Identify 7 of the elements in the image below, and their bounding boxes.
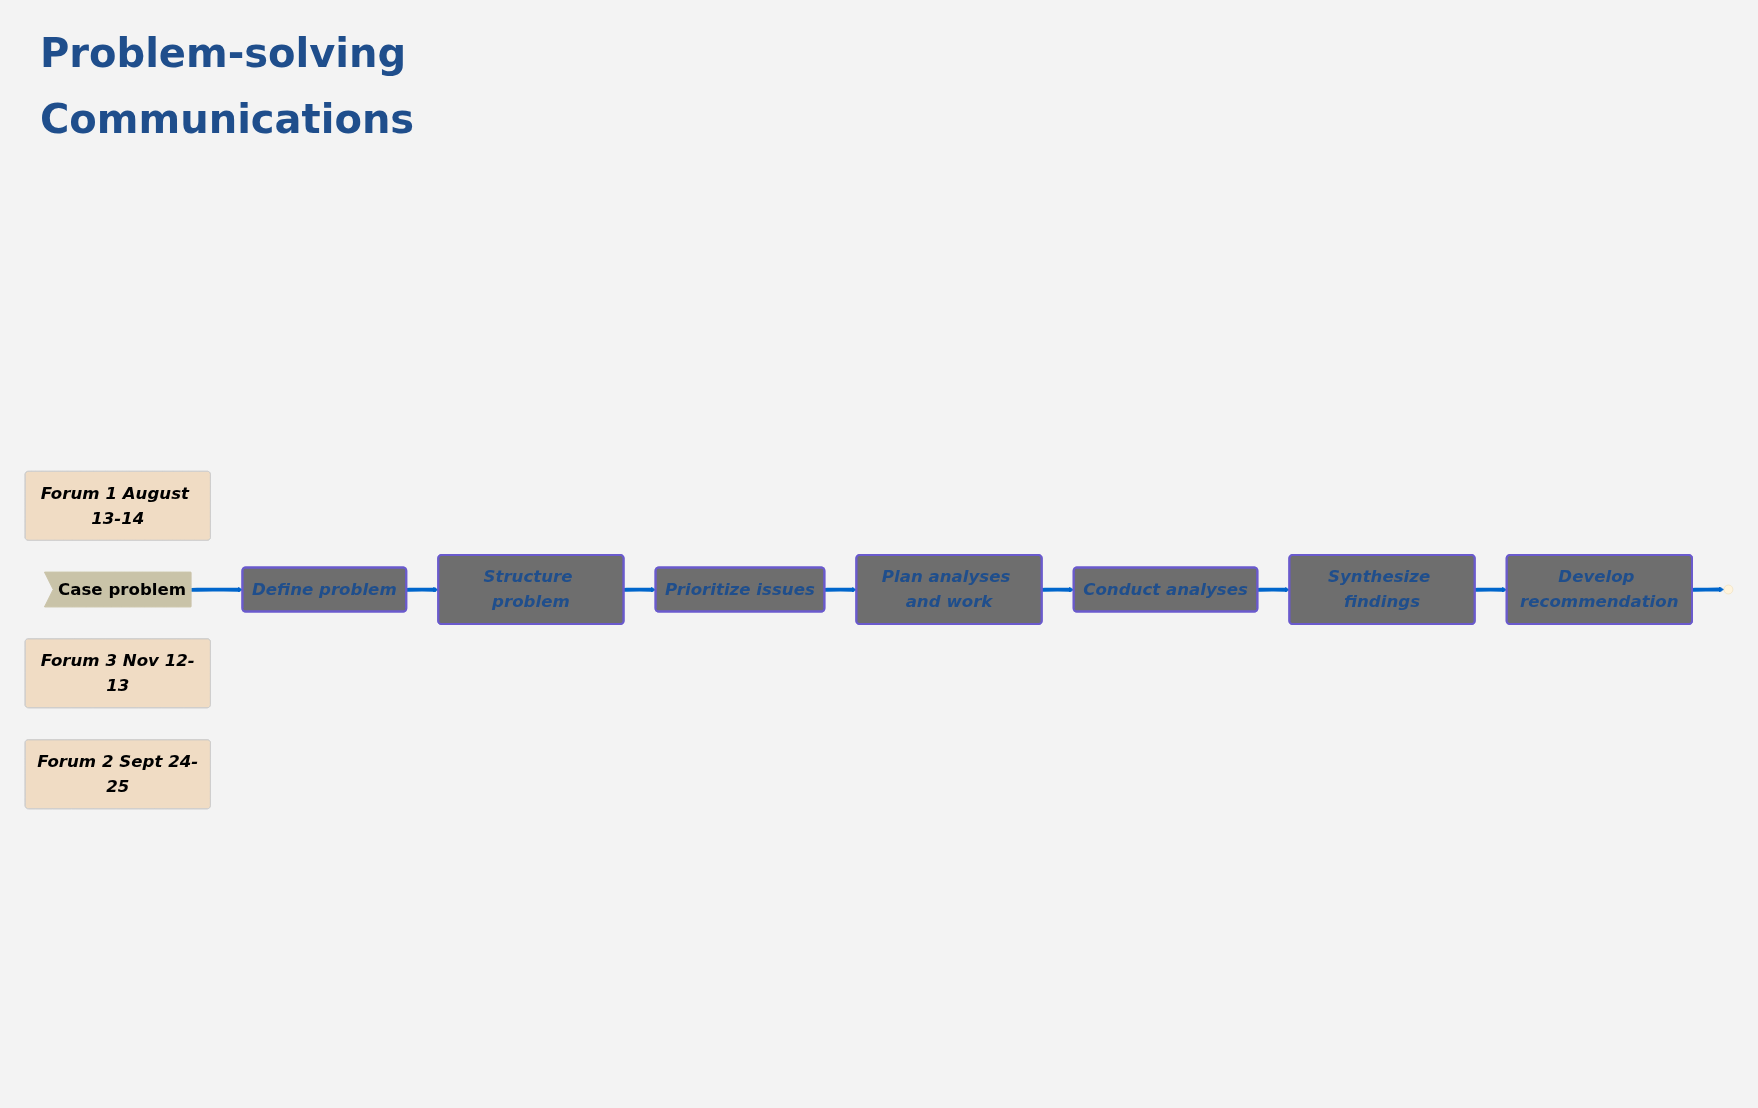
section-heading: Problem-solving — [40, 30, 408, 76]
arrow — [406, 586, 439, 593]
arrow — [1257, 586, 1290, 593]
section-heading: Communications — [40, 96, 415, 142]
arrow — [1692, 586, 1725, 593]
arrow — [191, 586, 243, 593]
arrow — [824, 586, 857, 593]
